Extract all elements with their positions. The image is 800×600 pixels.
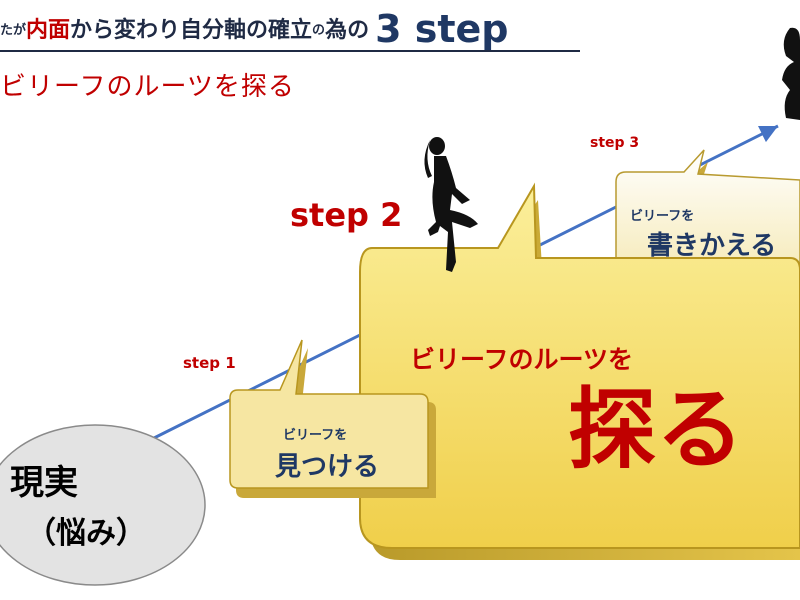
balloon-step1 [229,339,436,498]
title-prefix: たが [0,23,27,38]
balloon2-small-text: ビリーフのルーツを [410,345,634,374]
page-subtitle: ビリーフのルーツを探る [0,72,295,102]
step1-label: step 1 [183,354,236,372]
step2-label: step 2 [290,196,403,234]
balloon2-main-text: 探る [568,378,745,481]
page-title: たが 内面 から変わり自分軸の確立 の 為の 3 step [0,4,509,48]
title-red: 内面 [26,18,71,43]
title-particle: の [312,23,326,38]
balloon3-main-text: 書きかえる [647,231,777,261]
person-silhouette-icon [782,27,800,120]
reality-label: 現実 [10,463,78,503]
title-middle: から変わり自分軸の確立 [70,18,313,43]
balloon1-small-text: ビリーフを [283,428,348,443]
title-underline [0,50,580,52]
title-big: 3 step [375,7,509,51]
balloon1-main-text: 見つける [275,452,380,482]
reality-sublabel: （悩み） [26,516,146,551]
balloon3-small-text: ビリーフを [630,209,695,224]
balloon-step2 [359,182,800,560]
woman-silhouette-icon [424,137,478,272]
reality-ellipse [0,424,206,586]
title-purpose: 為の [325,18,370,43]
step3-label: step 3 [590,135,640,151]
